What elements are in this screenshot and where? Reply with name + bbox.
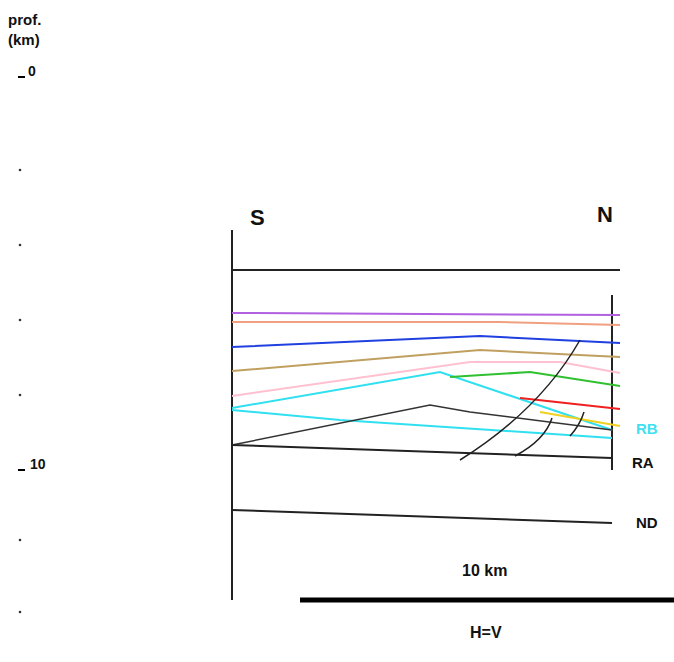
depth-value: 10 [30, 457, 46, 472]
horizon-label: RB [636, 421, 658, 438]
axis-title: prof. [8, 12, 41, 29]
horizon-label: RA [632, 455, 654, 472]
axis-unit: (km) [8, 32, 40, 49]
horizon-label: ND [636, 515, 658, 532]
orientation-label: N [597, 203, 613, 227]
scale-note: H=V [470, 624, 502, 642]
depth-value: 0 [28, 64, 36, 79]
orientation-label: S [250, 206, 265, 230]
scale-label: 10 km [462, 562, 507, 580]
